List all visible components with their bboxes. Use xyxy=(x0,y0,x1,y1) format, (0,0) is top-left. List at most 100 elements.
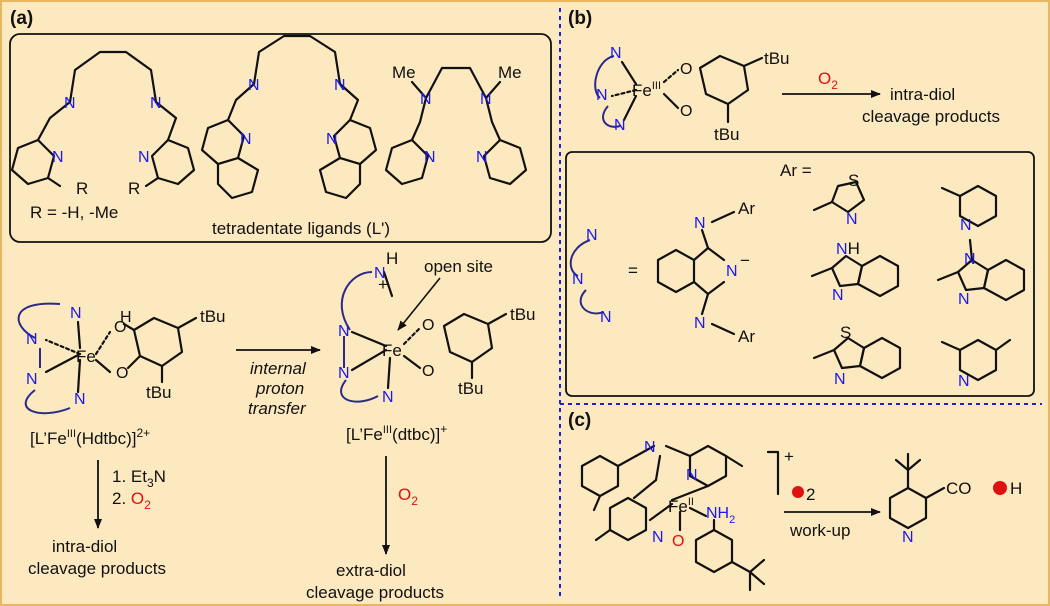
right-reagent: O2 xyxy=(398,485,418,508)
ar-thiazole xyxy=(812,180,866,214)
ar-benzothiazole xyxy=(812,336,902,380)
panel-b-n-middle: N xyxy=(596,87,608,104)
ligand-3-n-right: N xyxy=(480,91,492,108)
bpi-minus: − xyxy=(740,251,750,270)
panel-c-fe: FeII xyxy=(668,496,694,516)
ar-title: Ar = xyxy=(780,161,812,180)
ligand-2-structure xyxy=(200,34,378,200)
panel-c-n-pyridine-lower: N xyxy=(652,529,664,546)
ligand-3-me-left: Me xyxy=(392,63,416,82)
left-complex-n-upper: N xyxy=(26,331,38,348)
benzothiazole-s: S xyxy=(840,323,851,342)
panel-c-product-n: N xyxy=(902,529,914,546)
left-complex-oh-oxygen: O xyxy=(114,319,126,336)
right-complex-tbu-bottom: tBu xyxy=(458,379,484,398)
bpi-n-middle: N xyxy=(572,271,584,288)
bpi-ar-top: Ar xyxy=(738,199,755,218)
left-step-2: 2. O2 xyxy=(112,489,151,512)
left-product-line1: intra-diol xyxy=(52,537,117,556)
left-complex-structure xyxy=(17,302,198,415)
right-complex-n-lower: N xyxy=(338,365,350,382)
bpi-imine-n-top: N xyxy=(694,215,706,232)
panel-b-tbu-bottom: tBu xyxy=(714,125,740,144)
right-complex-n-upper: N xyxy=(338,323,350,340)
right-complex-nh-plus: + xyxy=(378,275,388,294)
panel-c-product-o-dot xyxy=(993,481,1007,495)
panel-c-charge: + xyxy=(784,447,794,466)
n-methylbenzimidazole-n-top: N xyxy=(964,251,976,268)
panel-b-product-line2: cleavage products xyxy=(862,107,1000,126)
bpi-n-top: N xyxy=(586,227,598,244)
panel-b-n-bottom: N xyxy=(614,117,626,134)
pyridine-n: N xyxy=(960,217,972,234)
thiazole-n: N xyxy=(846,211,858,228)
ligand-1-r-left: R xyxy=(76,179,88,198)
bpi-imine-n-bottom: N xyxy=(694,315,706,332)
left-complex-fe: Fe xyxy=(76,347,96,366)
ligand-3-pyridine-n-left: N xyxy=(424,149,436,166)
panel-c-product-structure xyxy=(888,452,946,530)
open-site-label: open site xyxy=(424,257,493,276)
ar-pyridine xyxy=(940,184,998,228)
transfer-label-line1: internal xyxy=(250,359,307,378)
benzimidazole-n: N xyxy=(832,287,844,304)
left-complex-n-top: N xyxy=(70,305,82,322)
panel-dividers xyxy=(559,8,1042,600)
transfer-label-line3: transfer xyxy=(248,399,307,418)
panel-b-product-line1: intra-diol xyxy=(890,85,955,104)
n-methylbenzimidazole-n-bottom: N xyxy=(958,291,970,308)
panel-b-fe: FeIII xyxy=(632,80,661,100)
panel-b-label: (b) xyxy=(568,8,592,29)
panel-c-reagent-sub: 2 xyxy=(806,485,815,504)
panel-b-complex-structure xyxy=(594,54,764,128)
ar-methylpyridine xyxy=(940,338,1012,382)
bpi-n-bottom: N xyxy=(600,309,612,326)
right-complex-structure xyxy=(340,270,508,403)
left-complex-n-lower: N xyxy=(26,371,38,388)
panel-c-product-cooh: CO xyxy=(946,479,972,498)
ligand-box-caption: tetradentate ligands (L') xyxy=(212,219,390,238)
right-complex-nh-h: H xyxy=(386,249,398,268)
left-product-line2: cleavage products xyxy=(28,559,166,578)
ligand-1-structure xyxy=(10,50,196,188)
left-complex-n-bottom: N xyxy=(74,391,86,408)
panel-b-n-top: N xyxy=(610,45,622,62)
bpi-ligand-structure xyxy=(569,210,736,336)
benzothiazole-n: N xyxy=(834,371,846,388)
left-complex-tbu-bottom: tBu xyxy=(146,383,172,402)
panel-c-reagent-o-dot xyxy=(792,486,804,498)
left-complex-tbu-top: tBu xyxy=(200,307,226,326)
open-site-arrow xyxy=(397,277,441,331)
left-complex-formula: [L’FeIII(Hdtbc)]2+ xyxy=(30,426,150,448)
methylpyridine-n: N xyxy=(958,373,970,390)
panel-c-workup: work-up xyxy=(789,521,850,540)
ligand-1-r-right: R xyxy=(128,179,140,198)
ligand-3-me-right: Me xyxy=(498,63,522,82)
ar-benzimidazole xyxy=(810,254,900,298)
right-complex-n-bottom: N xyxy=(382,389,394,406)
ligand-3-pyridine-n-right: N xyxy=(476,149,488,166)
ligand-2-quinoline-n-left: N xyxy=(240,131,252,148)
panel-c-complex-structure xyxy=(580,444,780,592)
bpi-ar-bottom: Ar xyxy=(738,327,755,346)
bpi-equals: = xyxy=(628,261,638,280)
ligand-1-r-caption: R = -H, -Me xyxy=(30,203,118,222)
ligand-2-n-left: N xyxy=(248,77,260,94)
panel-b-tbu-top: tBu xyxy=(764,49,790,68)
ligand-3-structure xyxy=(384,66,528,186)
left-complex-o: O xyxy=(116,365,128,382)
ligand-box xyxy=(9,33,552,243)
transfer-label-line2: proton xyxy=(255,379,304,398)
right-complex-nh-n: N xyxy=(374,265,386,282)
panel-c-o: O xyxy=(672,533,684,550)
ligand-1-pyridine-n-right: N xyxy=(138,149,150,166)
right-complex-o-bottom: O xyxy=(422,363,434,380)
ligand-1-pyridine-n-left: N xyxy=(52,149,64,166)
thiazole-s: S xyxy=(848,171,859,190)
panel-b-o-bottom: O xyxy=(680,103,692,120)
ar-box xyxy=(565,151,1035,397)
ligand-1-n-left: N xyxy=(64,95,76,112)
panel-c-n-pyridine-right: N xyxy=(686,467,698,484)
